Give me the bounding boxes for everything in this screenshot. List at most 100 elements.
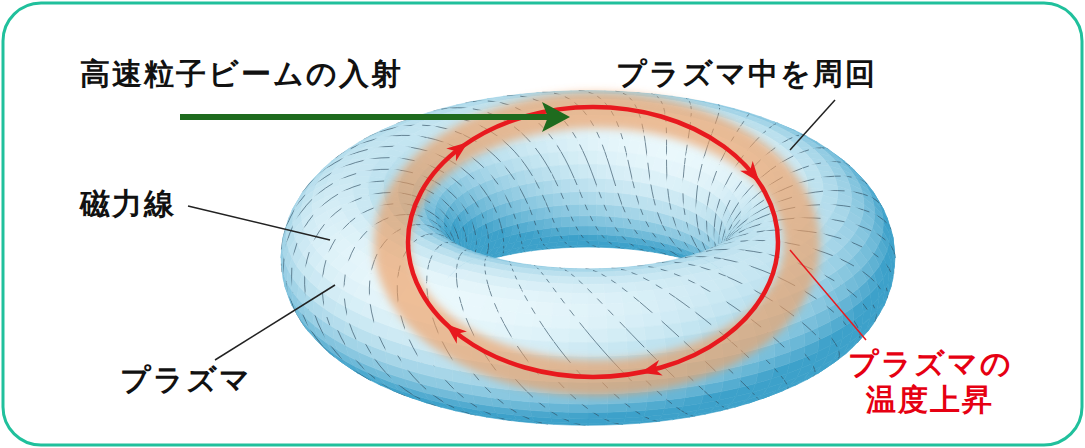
torus-surface [597, 235, 608, 242]
field-line [714, 220, 716, 227]
field-line [857, 193, 863, 194]
field-line [647, 163, 649, 170]
torus-surface [579, 226, 588, 235]
field-line [552, 218, 554, 223]
field-line [696, 185, 698, 192]
field-line [427, 138, 435, 140]
field-line [717, 113, 719, 116]
torus-surface [537, 207, 546, 220]
field-line [514, 213, 516, 218]
torus-surface [588, 138, 599, 151]
field-line [812, 204, 820, 205]
field-line [473, 109, 480, 111]
field-line [886, 288, 887, 292]
field-line [540, 238, 541, 241]
torus-surface [588, 191, 597, 204]
torus-surface [588, 234, 598, 241]
torus-surface [529, 196, 538, 210]
field-line [611, 172, 613, 179]
torus-surface [588, 241, 599, 245]
field-line [684, 158, 686, 165]
field-line [525, 137, 530, 143]
torus-surface [669, 203, 677, 218]
field-line [422, 125, 430, 127]
field-line [646, 221, 649, 227]
field-line [543, 244, 544, 246]
field-line [478, 162, 484, 167]
torus-surface [804, 171, 821, 177]
torus-surface [567, 241, 578, 246]
field-line [709, 192, 711, 199]
torus-surface [606, 226, 616, 235]
field-line [864, 210, 870, 212]
field-line [686, 145, 688, 151]
field-line [615, 227, 618, 232]
torus-surface [529, 208, 538, 221]
torus-surface [639, 208, 648, 221]
field-line [714, 171, 716, 178]
field-line [660, 219, 663, 225]
torus-surface [552, 217, 562, 228]
torus-surface [606, 216, 615, 227]
field-line [484, 190, 488, 196]
torus-surface [631, 207, 640, 220]
field-line [828, 176, 834, 177]
torus-surface [588, 164, 597, 178]
field-line [605, 151, 607, 158]
torus-surface [579, 178, 588, 191]
field-line [571, 216, 573, 221]
field-line [509, 146, 514, 152]
field-line [644, 136, 646, 142]
field-line [499, 218, 501, 223]
torus-surface [368, 188, 384, 194]
field-line [488, 196, 491, 202]
field-line [525, 198, 528, 204]
field-line [503, 245, 504, 248]
torus-surface [513, 199, 521, 213]
field-line [618, 193, 620, 200]
field-line [843, 206, 850, 207]
field-line [571, 172, 574, 179]
field-line [721, 221, 723, 228]
field-line [517, 224, 518, 229]
field-line [623, 206, 626, 212]
torus-surface [623, 180, 633, 194]
field-line [807, 179, 814, 181]
field-line [320, 224, 325, 230]
field-line [652, 191, 653, 198]
field-line [837, 220, 845, 222]
field-line [889, 268, 891, 272]
field-line [565, 158, 568, 165]
field-line [697, 221, 698, 228]
field-line [542, 195, 545, 201]
field-line [815, 163, 821, 164]
torus-surface [544, 180, 554, 194]
field-line [509, 202, 512, 208]
frame [3, 3, 1082, 445]
field-line [668, 196, 669, 203]
field-line [524, 163, 528, 169]
torus [281, 91, 895, 426]
field-line [835, 176, 841, 177]
field-line [501, 228, 503, 233]
torus-surface [521, 197, 529, 211]
field-line [628, 218, 631, 224]
field-line [625, 146, 627, 153]
field-line [696, 214, 698, 221]
field-line [802, 166, 808, 168]
field-line [373, 169, 381, 171]
torus-surface [588, 178, 597, 191]
field-line [601, 235, 604, 239]
torus-surface [561, 216, 570, 227]
torus-surface [499, 203, 507, 218]
field-line [463, 226, 465, 231]
field-line [488, 243, 489, 247]
torus-surface [579, 164, 588, 178]
field-line [475, 230, 476, 235]
torus-surface [647, 197, 655, 211]
field-line [574, 178, 577, 185]
field-line [510, 174, 514, 180]
field-line [331, 194, 338, 198]
field-line [609, 216, 612, 221]
field-line [535, 148, 539, 154]
